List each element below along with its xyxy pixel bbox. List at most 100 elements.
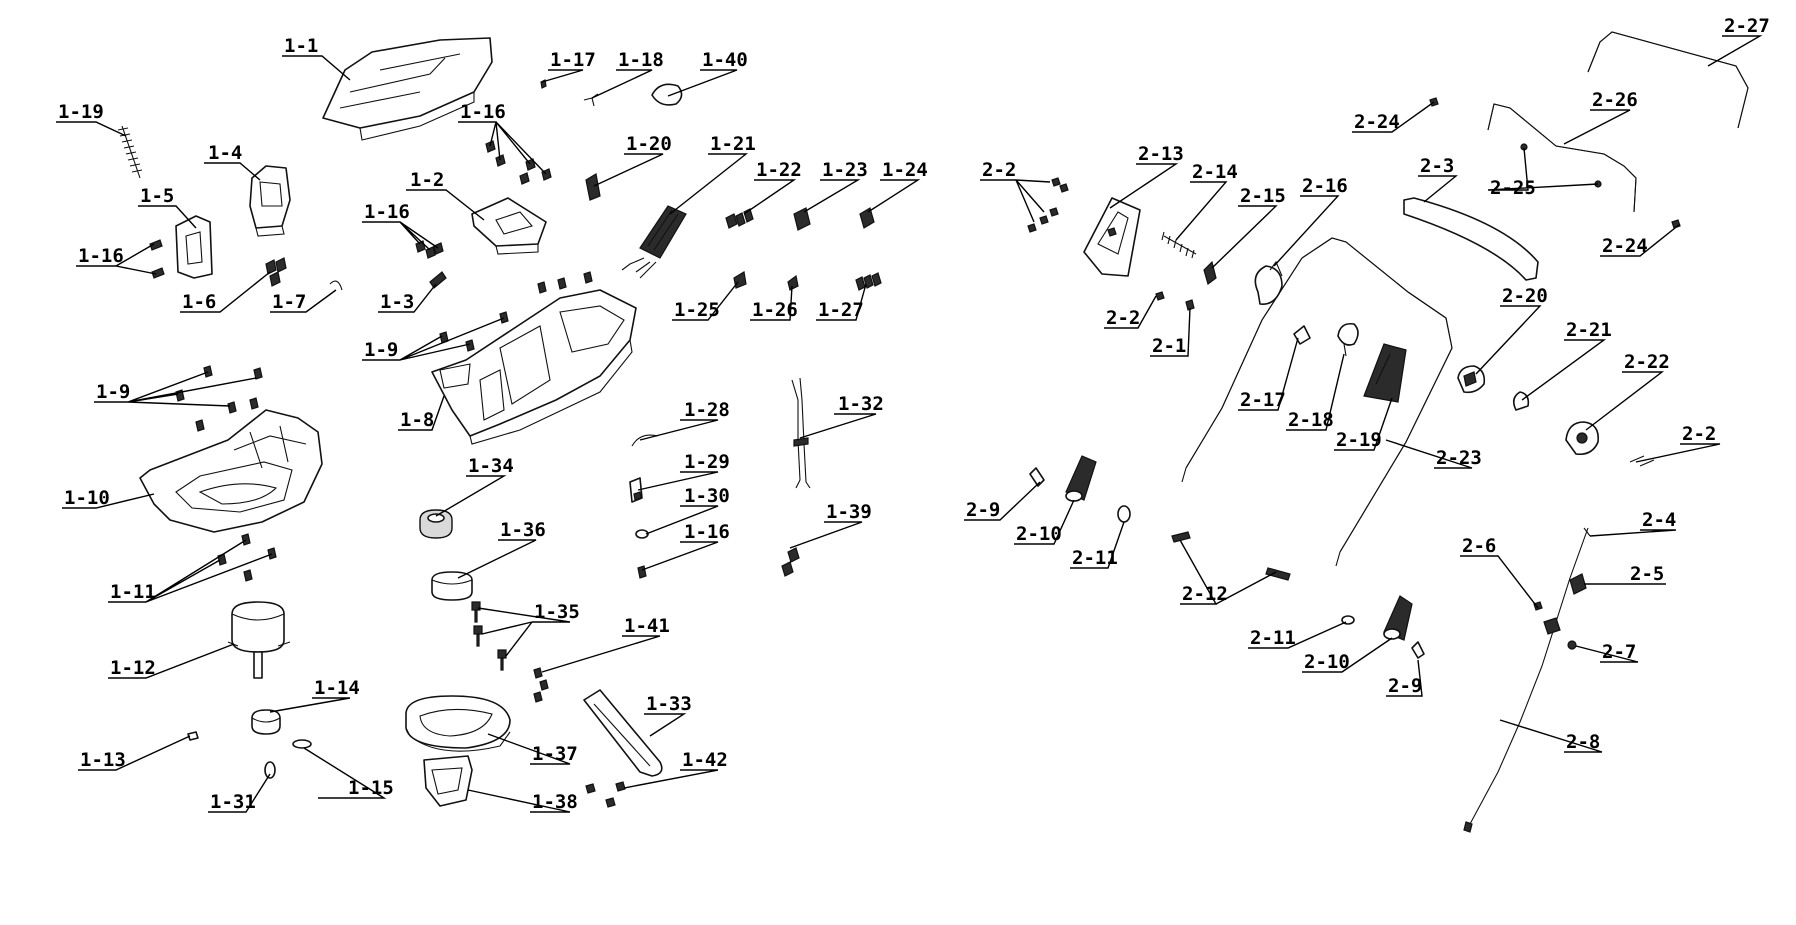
callout-1-16-b: 1-16 — [364, 201, 410, 223]
part-1-1-top-cover — [322, 37, 493, 141]
callout-2-20: 2-20 — [1502, 285, 1548, 307]
part-1-8-motor-deck — [431, 289, 637, 445]
callout-2-18: 2-18 — [1288, 409, 1334, 431]
callout-2-2-b: 2-2 — [1106, 307, 1140, 329]
callout-1-33: 1-33 — [646, 693, 692, 715]
part-1-19-spring — [117, 125, 143, 179]
part-2-2-screws-c — [1629, 455, 1655, 467]
part-2-2-screws-a — [1027, 177, 1069, 233]
part-1-30-nut — [635, 529, 649, 539]
callout-2-4: 2-4 — [1642, 509, 1676, 531]
callout-1-40: 1-40 — [702, 49, 748, 71]
callout-1-34: 1-34 — [468, 455, 514, 477]
callout-1-17: 1-17 — [550, 49, 596, 71]
callout-1-37: 1-37 — [532, 743, 578, 765]
callout-1-18: 1-18 — [618, 49, 664, 71]
part-1-27-terminals — [855, 272, 882, 291]
part-1-38-hub — [423, 755, 473, 807]
callout-1-7: 1-7 — [272, 291, 306, 313]
callout-1-28: 1-28 — [684, 399, 730, 421]
callout-1-31: 1-31 — [210, 791, 256, 813]
part-1-5-bracket — [175, 215, 213, 279]
part-2-3-foam-grip — [1403, 197, 1539, 281]
callout-1-16-d: 1-16 — [684, 521, 730, 543]
callout-1-9-b: 1-9 — [96, 381, 130, 403]
part-1-3-pin — [429, 271, 447, 289]
callout-1-14: 1-14 — [314, 677, 360, 699]
callout-labels-left: 1-1 1-17 1-18 1-40 1-19 1-16 1-20 1-21 1… — [58, 35, 928, 813]
part-1-13-pin — [187, 731, 199, 741]
callout-1-26: 1-26 — [752, 299, 798, 321]
part-2-14-spring — [1161, 231, 1197, 259]
callout-2-12: 2-12 — [1182, 583, 1228, 605]
callout-1-35: 1-35 — [534, 601, 580, 623]
part-2-12-bolts — [1171, 531, 1291, 581]
part-1-14-fan-hub — [251, 709, 281, 735]
callout-1-36: 1-36 — [500, 519, 546, 541]
callout-1-1: 1-1 — [284, 35, 318, 57]
callout-2-1: 2-1 — [1152, 335, 1186, 357]
callout-2-6: 2-6 — [1462, 535, 1496, 557]
callout-1-38: 1-38 — [532, 791, 578, 813]
part-1-16-screw-d — [637, 565, 647, 579]
part-1-42-nuts — [585, 781, 626, 808]
part-1-10-housing-shell — [139, 409, 323, 533]
part-1-7-wire-clip — [329, 280, 343, 291]
part-1-39-connector — [781, 547, 800, 577]
part-1-34-bearing — [419, 509, 453, 539]
part-1-15-washer — [292, 739, 312, 749]
callout-2-2-a: 2-2 — [982, 159, 1016, 181]
part-2-23-main-handle — [1181, 237, 1453, 567]
callout-2-27: 2-27 — [1724, 15, 1770, 37]
callout-1-19: 1-19 — [58, 101, 104, 123]
callout-2-16: 2-16 — [1302, 175, 1348, 197]
part-1-26-terminal — [787, 274, 799, 291]
part-1-4-switch-housing — [249, 165, 291, 237]
part-2-16-bracket — [1254, 260, 1283, 305]
callout-1-11: 1-11 — [110, 581, 156, 603]
part-2-9-clip-a — [1029, 467, 1045, 487]
callout-1-2: 1-2 — [410, 169, 444, 191]
callout-2-5: 2-5 — [1630, 563, 1664, 585]
part-1-16-screws-b — [485, 140, 552, 185]
callout-2-25: 2-25 — [1490, 177, 1536, 199]
callout-1-8: 1-8 — [400, 409, 434, 431]
part-1-21-battery-pack — [621, 205, 687, 279]
part-1-6-fasteners — [265, 257, 287, 287]
part-1-32-wire-harness — [791, 377, 811, 489]
callout-1-15: 1-15 — [348, 777, 394, 799]
part-2-5-adjuster — [1569, 573, 1587, 595]
callout-2-10-b: 2-10 — [1304, 651, 1350, 673]
part-1-2-control-box — [471, 197, 547, 255]
part-2-1-pin — [1185, 299, 1195, 311]
callout-labels-right: 2-27 2-26 2-24 2-3 2-2 2-13 2-14 2-15 2-… — [966, 15, 1770, 753]
callout-1-29: 1-29 — [684, 451, 730, 473]
part-1-24-connector — [859, 207, 875, 229]
part-1-9-screws-a — [439, 271, 593, 352]
callout-2-14: 2-14 — [1192, 161, 1238, 183]
callout-1-39: 1-39 — [826, 501, 872, 523]
part-1-29-switch — [629, 477, 643, 503]
callout-1-5: 1-5 — [140, 185, 174, 207]
callout-2-21: 2-21 — [1566, 319, 1612, 341]
part-2-22-knob — [1565, 421, 1600, 456]
callout-1-27: 1-27 — [818, 299, 864, 321]
callout-2-2-c: 2-2 — [1682, 423, 1716, 445]
part-1-40-cap — [651, 83, 683, 106]
callout-1-13: 1-13 — [80, 749, 126, 771]
callout-2-15: 2-15 — [1240, 185, 1286, 207]
callout-1-21: 1-21 — [710, 133, 756, 155]
callout-2-9-b: 2-9 — [1388, 675, 1422, 697]
part-2-27-top-handle — [1587, 31, 1749, 129]
part-1-37-blade-plate — [405, 695, 511, 752]
callout-2-17: 2-17 — [1240, 389, 1286, 411]
callout-1-6: 1-6 — [182, 291, 216, 313]
part-2-8-cable — [1463, 527, 1589, 833]
part-1-16-screws-a — [149, 239, 165, 279]
callout-1-23: 1-23 — [822, 159, 868, 181]
part-1-22-connector — [725, 208, 754, 229]
callout-1-24: 1-24 — [882, 159, 928, 181]
part-2-9-clip-b — [1411, 641, 1425, 659]
part-1-36-bushing — [431, 571, 473, 601]
